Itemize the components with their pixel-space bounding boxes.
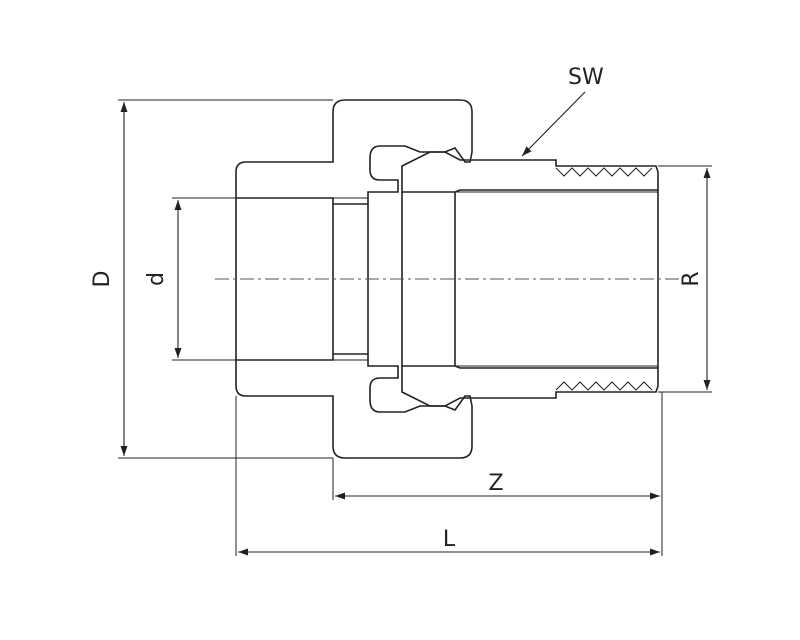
- adapter-body-bottom: [401, 365, 659, 407]
- union-nut-top: [235, 99, 473, 205]
- union-nut-bottom: [235, 353, 473, 459]
- sw-leader: [521, 91, 586, 157]
- label-sw: SW: [568, 65, 604, 90]
- label-d: d: [144, 272, 169, 286]
- label-D: D: [90, 271, 115, 288]
- extension-lines: [118, 99, 712, 556]
- adapter-body-top: [401, 151, 659, 193]
- label-L: L: [443, 527, 456, 552]
- label-R: R: [679, 271, 704, 286]
- label-Z: Z: [488, 471, 503, 496]
